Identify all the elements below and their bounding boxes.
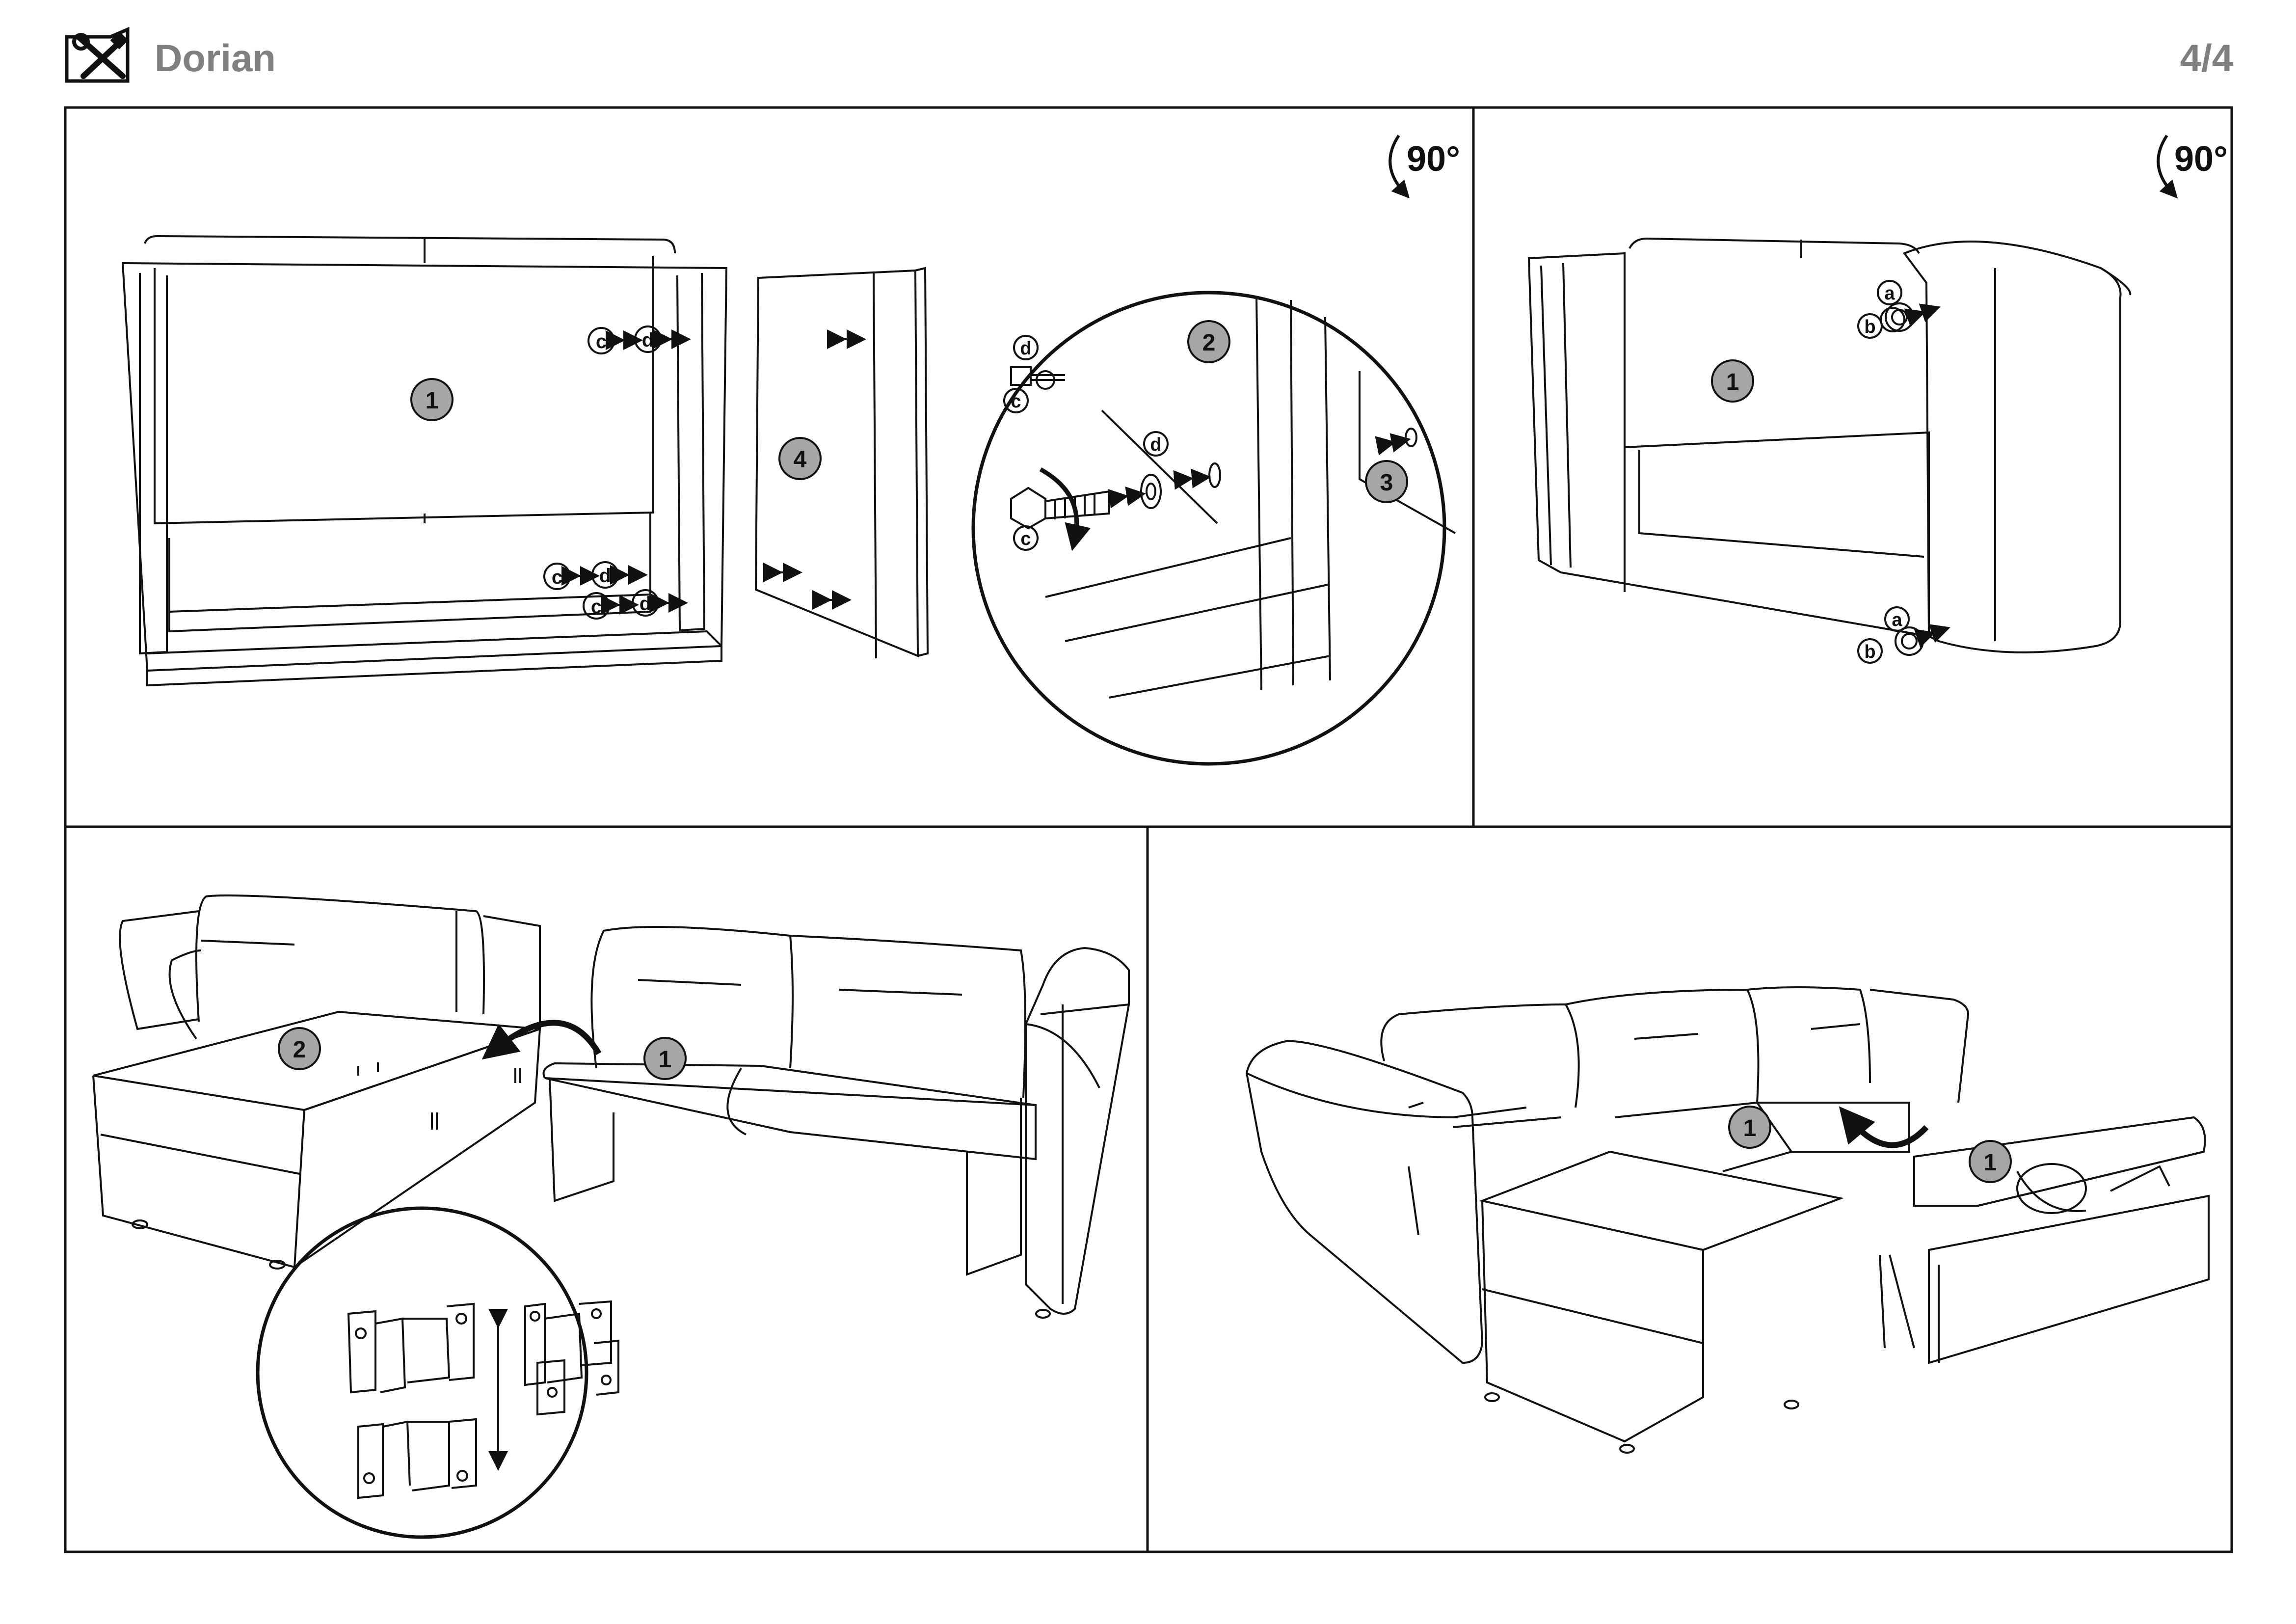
part-badge-1-label: 1 [426,388,439,414]
panel-bottom-right: 1 1 [1245,986,2210,1454]
rotation-90-icon: 90° [1388,135,1460,199]
svg-text:b: b [1864,317,1875,337]
part-badge-1-right-label: 1 [1726,369,1739,395]
connector-detail-magnifier [256,1206,619,1539]
rotation-label: 90° [1407,139,1460,179]
sofa-module-part1: 1 [481,926,1130,1319]
page-number: 4/4 [2180,36,2233,80]
pull-out-arrow [1839,1106,1929,1148]
rotation-90-icon-right: 90° [2157,135,2228,199]
part-badge-1 [410,378,454,421]
svg-text:c: c [1011,391,1021,412]
tools-icon [65,27,130,83]
svg-text:c: c [552,567,562,588]
panel-bottom-left: 2 1 [92,894,1130,1539]
page-header: Dorian 4/4 [64,27,2233,91]
svg-text:c: c [1020,529,1031,549]
sofa-frame-part1: 1 c d c d c d [121,235,728,687]
svg-text:d: d [640,593,651,615]
part-badge-2-label: 2 [1202,330,1216,356]
assembly-illustration: 90° 1 c d c d [64,106,2233,1553]
svg-text:d: d [599,565,611,587]
part-badge-2-bottom-label: 2 [293,1037,306,1063]
panel-top-right: 90° 1 a b [1527,135,2228,664]
svg-text:90°: 90° [2174,139,2228,179]
document-title: Dorian [155,36,276,80]
svg-text:c: c [591,596,602,618]
instruction-sheet: 90° 1 c d c d [64,106,2233,1553]
join-arrow [481,1020,602,1060]
part-badge-1-bottom-left-label: 1 [659,1047,672,1073]
part-badge-4-label: 4 [794,447,807,473]
part-badge-3-label: 3 [1380,470,1393,496]
svg-text:d: d [1020,338,1031,359]
part-badge-1-seat-label: 1 [1743,1115,1757,1141]
svg-text:a: a [1884,283,1895,304]
svg-text:d: d [1150,434,1161,455]
chaise-module-part2: 2 [92,894,541,1270]
svg-text:d: d [642,329,654,351]
panel-top-left: 90° 1 c d c d [121,135,1460,766]
assembled-sofa-module: 1 a b a b [1527,237,2132,664]
part-badge-1-bed-label: 1 [1984,1150,1997,1176]
bolt-detail-magnifier: 2 3 d c c d [971,291,1456,766]
side-panel-part4: 4 [754,267,929,659]
svg-text:b: b [1864,642,1875,662]
svg-text:c: c [596,331,607,352]
corner-sofa-bed-assembled: 1 1 [1245,986,2210,1454]
part-badge-4 [778,437,822,480]
large-bolt-head [1010,487,1046,530]
svg-text:a: a [1892,610,1902,630]
